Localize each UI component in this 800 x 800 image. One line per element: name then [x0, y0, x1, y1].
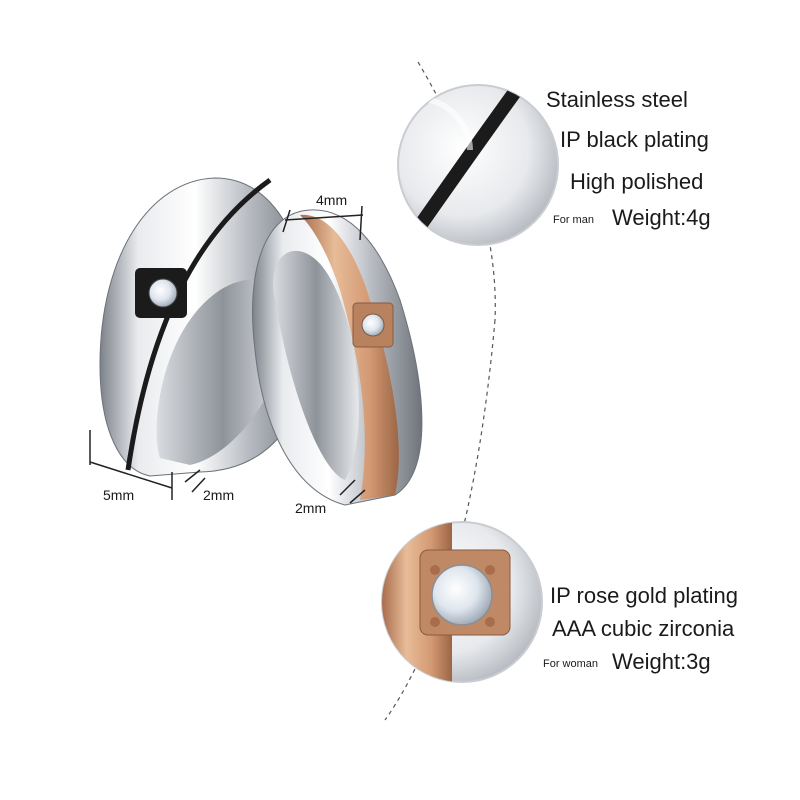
women-ring-width-label: 4mm: [316, 192, 348, 208]
women-weight-text: Weight:3g: [612, 649, 711, 674]
men-plating-text: IP black plating: [560, 127, 709, 152]
dim-marker-women-width: [282, 205, 364, 241]
women-stone-text: AAA cubic zirconia: [552, 616, 735, 641]
women-ring: [252, 209, 423, 506]
dim-marker-men-width: [89, 430, 173, 500]
zoom-lens-black-plating: [397, 84, 559, 246]
women-for-label: For woman: [543, 658, 599, 670]
men-ring-width-label: 5mm: [103, 487, 135, 503]
women-plating-text: IP rose gold plating: [550, 583, 738, 608]
men-finish-text: High polished: [570, 169, 704, 194]
men-ring-thickness-label: 2mm: [203, 487, 235, 503]
dim-marker-women-thickness: [339, 479, 366, 504]
dim-marker-men-thickness: [184, 469, 206, 493]
zoom-lens-rose-gold-stone: [381, 521, 543, 683]
men-for-label: For man: [553, 214, 594, 226]
men-material-text: Stainless steel: [546, 87, 688, 112]
women-ring-thickness-label: 2mm: [295, 500, 327, 516]
men-weight-text: Weight:4g: [612, 205, 711, 230]
